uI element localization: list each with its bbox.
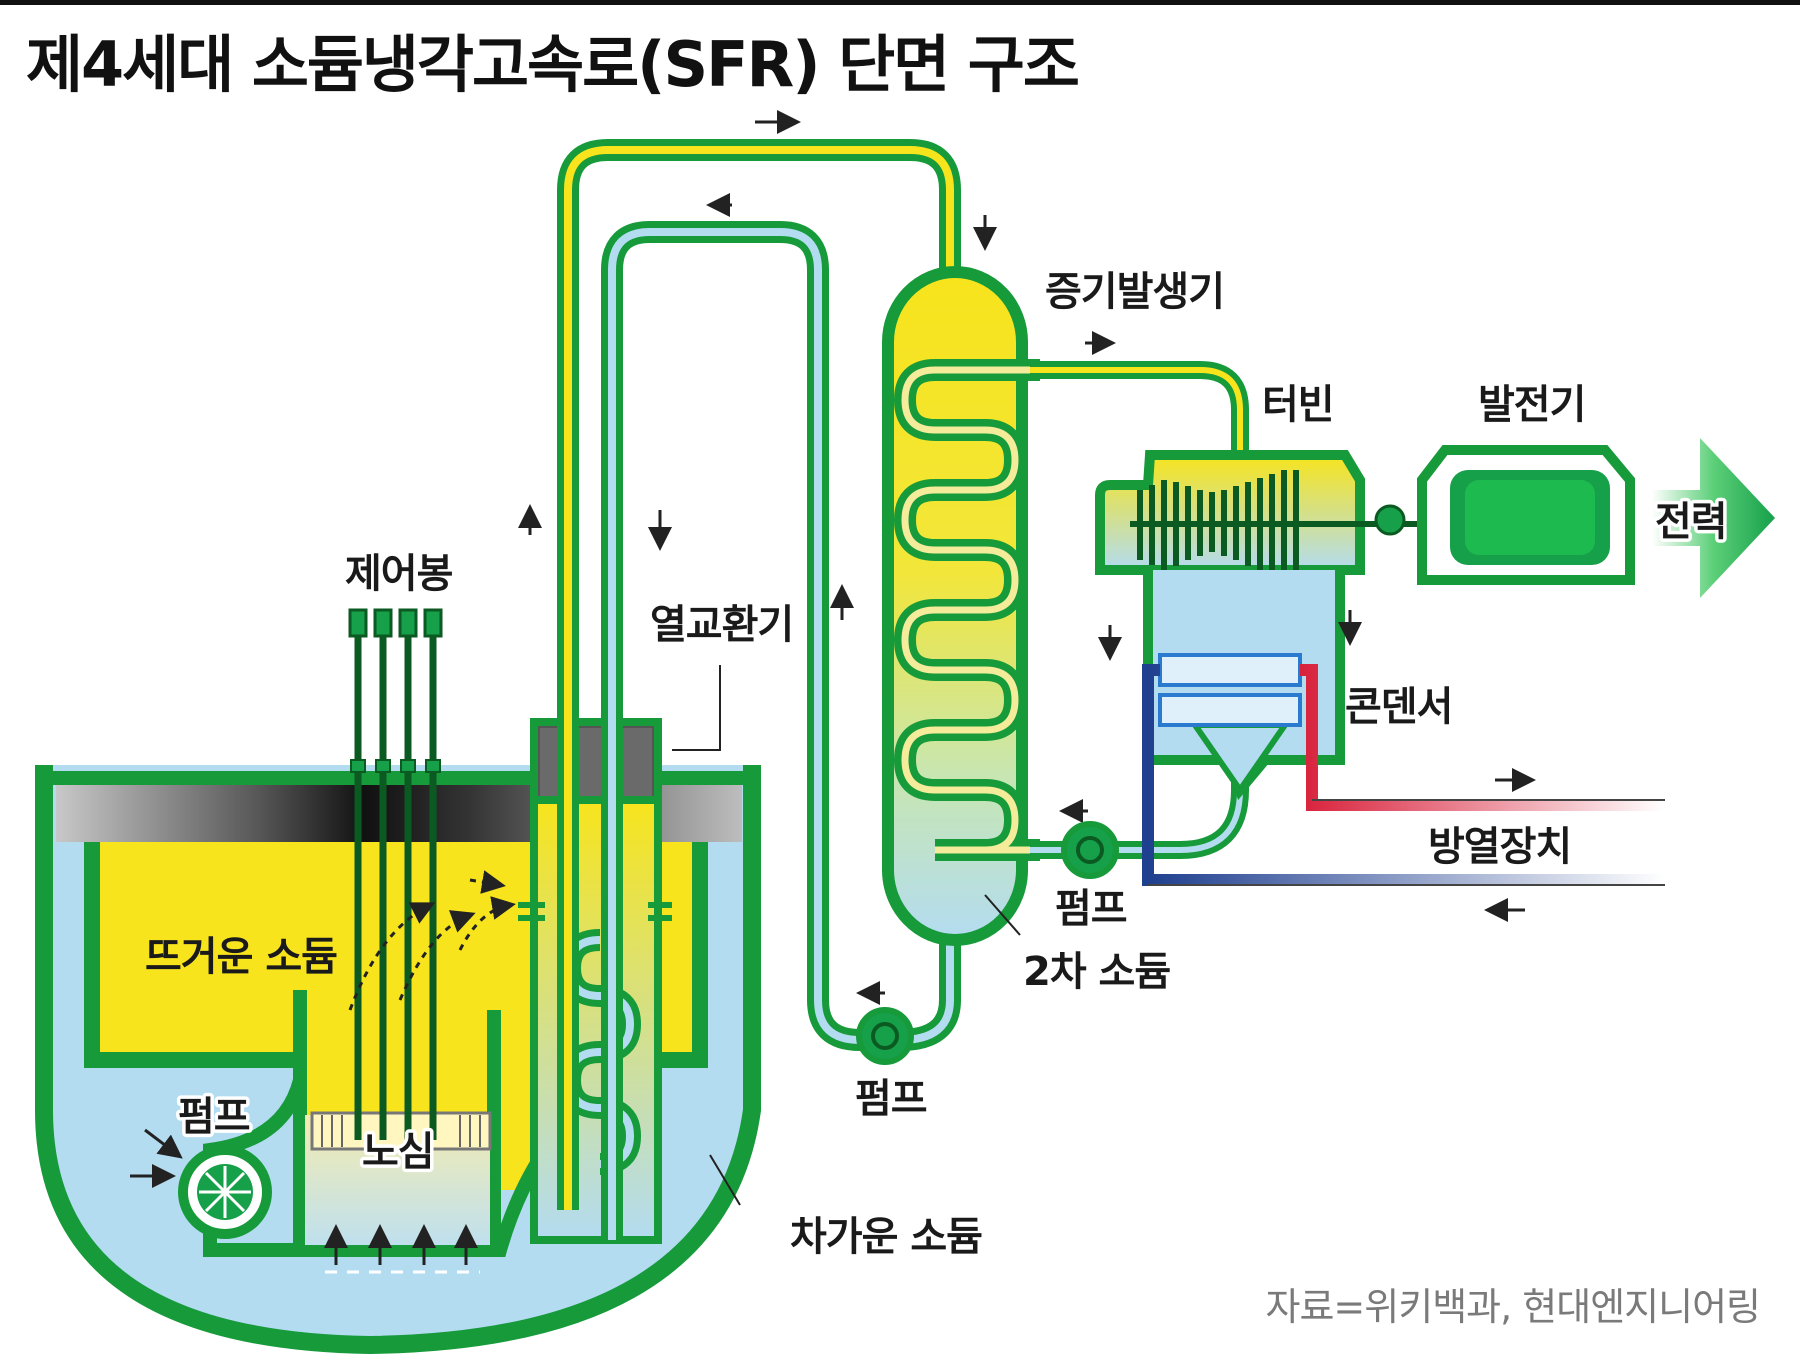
label-heat-rejection: 방열장치	[1428, 824, 1571, 870]
heat-rejection-lines	[1142, 664, 1665, 886]
label-power: 전력	[1655, 499, 1727, 545]
cooling-arrows	[1098, 610, 1536, 922]
leader-lines	[672, 665, 1021, 1206]
label-primary-pump: 펌프	[178, 1094, 250, 1140]
source-credit: 자료=위키백과, 현대엔지니어링	[1265, 1285, 1761, 1329]
label-generator: 발전기	[1478, 382, 1585, 428]
label-secondary-sodium: 2차 소듐	[1023, 949, 1170, 995]
shaft-coupling	[1374, 504, 1406, 536]
intermediate-heat-exchanger	[518, 718, 672, 1244]
label-control-rods: 제어봉	[345, 551, 453, 597]
generator	[1417, 445, 1635, 585]
secondary-pump	[856, 1007, 914, 1065]
label-turbine: 터빈	[1262, 382, 1334, 428]
steam-line	[1030, 361, 1249, 460]
feedwater-line	[1030, 760, 1249, 859]
secondary-hot-leg	[557, 139, 961, 1210]
power-arrow	[1652, 438, 1775, 598]
feed-pump	[1061, 821, 1119, 879]
top-rule	[0, 0, 1800, 5]
label-condenser: 콘덴서	[1345, 684, 1452, 730]
label-core: 노심	[362, 1129, 434, 1175]
control-rods	[348, 608, 443, 1140]
label-secondary-pump: 펌프	[855, 1076, 927, 1122]
steam-generator	[882, 266, 1040, 946]
page-title: 제4세대 소듐냉각고속로(SFR) 단면 구조	[26, 28, 1080, 101]
label-feed-pump: 펌프	[1055, 886, 1127, 932]
loop-arrows	[518, 110, 1116, 1005]
label-steam-generator: 증기발생기	[1045, 269, 1224, 315]
label-ihx: 열교환기	[650, 602, 793, 648]
primary-pump	[130, 1128, 272, 1239]
secondary-cold-leg	[601, 221, 961, 1240]
label-cold-sodium: 차가운 소듐	[790, 1214, 982, 1260]
label-hot-sodium: 뜨거운 소듐	[145, 934, 337, 980]
